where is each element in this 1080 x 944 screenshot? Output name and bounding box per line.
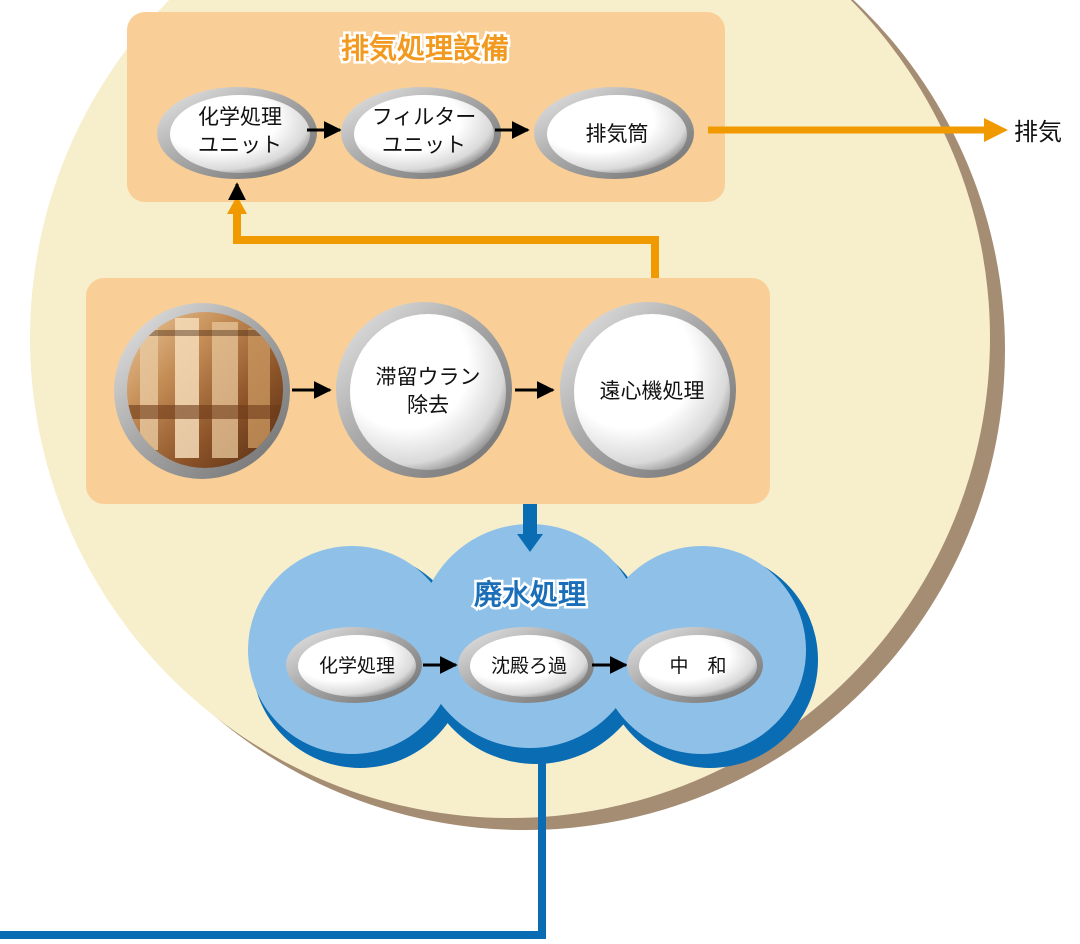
blue-flow-in-arrowhead (517, 534, 543, 552)
wastewater-node-chemical-label: 化学処理 (319, 655, 395, 677)
exhaust-node-filter-line1: フィルター (372, 105, 477, 129)
wastewater-node-neutralization[interactable]: 中 和 (627, 627, 763, 703)
blue-flow-in (523, 504, 537, 538)
exhaust-output-label: 排気 (1014, 118, 1062, 146)
orange-flow-arrowhead (227, 196, 247, 214)
exhaust-node-filter[interactable]: フィルター ユニット (341, 87, 501, 179)
wastewater-node-precipitation[interactable]: 沈殿ろ過 (458, 627, 594, 703)
exhaust-node-filter-line2: ユニット (382, 133, 466, 157)
exhaust-title: 排気処理設備 (341, 32, 509, 65)
wastewater-node-precipitation-label: 沈殿ろ過 (491, 655, 567, 677)
wastewater-title: 廃水処理 (474, 578, 586, 611)
blue-flow-out (0, 752, 546, 939)
exhaust-node-stack-label: 排気筒 (586, 122, 649, 146)
exhaust-node-chemical-line1: 化学処理 (198, 105, 282, 129)
exhaust-node-stack[interactable]: 排気筒 (534, 87, 694, 179)
process-node-centrifuge[interactable]: 遠心機処理 (560, 302, 736, 478)
exhaust-node-chemical-line2: ユニット (198, 133, 282, 157)
equipment-photo (114, 303, 290, 479)
process-node-uranium-removal[interactable]: 滞留ウラン 除去 (336, 302, 512, 478)
wastewater-node-neutralization-label: 中 和 (669, 655, 726, 677)
exhaust-outlet-arrowhead (984, 118, 1008, 142)
orange-flow-to-exhaust (233, 212, 659, 280)
process-node-uranium-line2: 除去 (407, 393, 449, 417)
wastewater-node-chemical[interactable]: 化学処理 (286, 627, 422, 703)
process-node-centrifuge-label: 遠心機処理 (600, 379, 705, 403)
process-node-uranium-line1: 滞留ウラン (376, 365, 481, 389)
exhaust-node-chemical[interactable]: 化学処理 ユニット (157, 87, 317, 179)
